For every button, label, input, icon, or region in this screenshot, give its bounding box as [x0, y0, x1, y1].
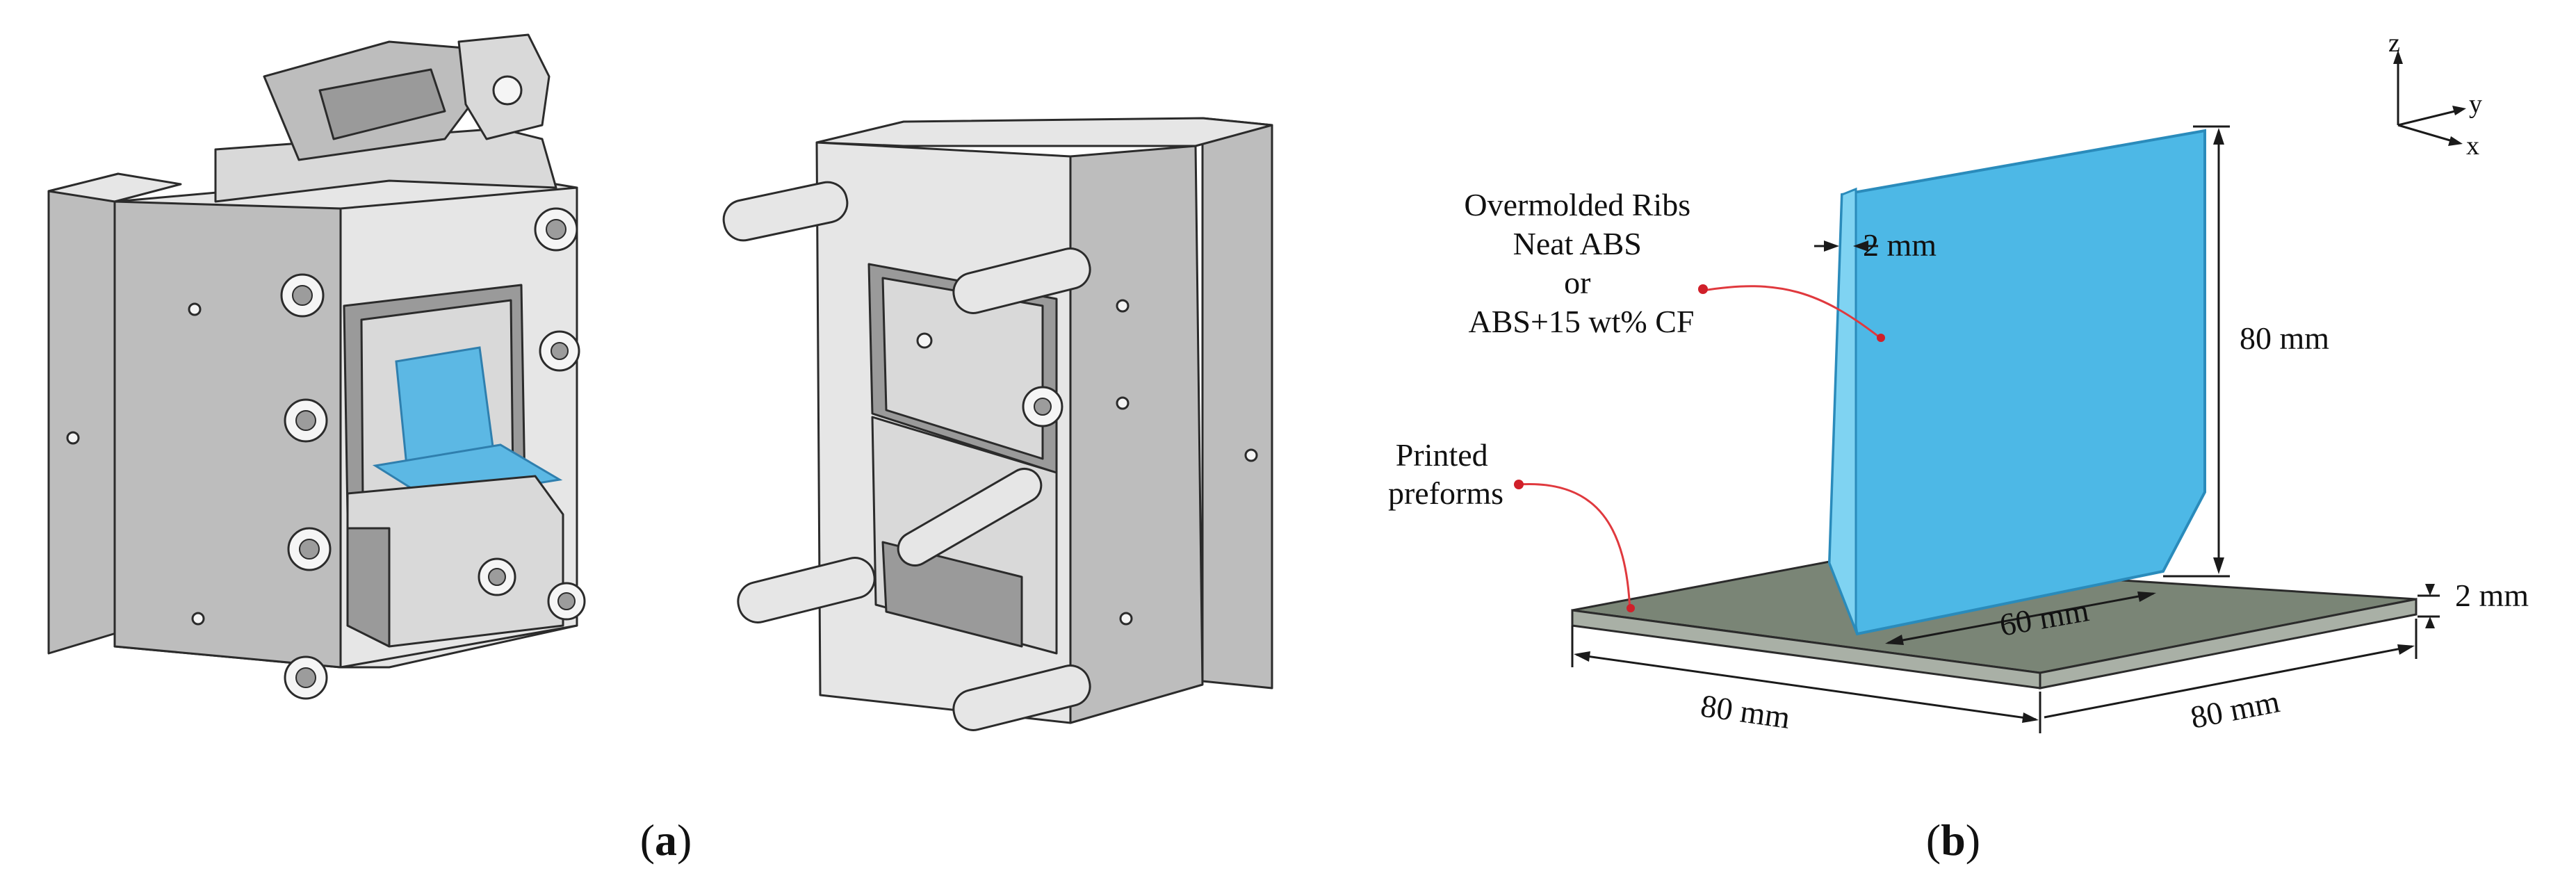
rib-leader-dot — [1698, 284, 1708, 294]
panel-b-specimen — [1571, 129, 2418, 690]
panel-a-mold-illustration — [47, 33, 1273, 731]
rib-height-label: 80 mm — [2240, 320, 2329, 356]
plate-length-label: 80 mm — [1699, 687, 1793, 735]
rib-thickness-label: 2 mm — [1863, 227, 1937, 263]
overmolded-rib — [1827, 129, 2206, 636]
preform-leader-dot — [1514, 480, 1524, 489]
dimension-lines — [1571, 125, 2440, 733]
panel-a-caption: (a) — [640, 815, 692, 865]
axis-z-label: z — [2388, 28, 2400, 58]
rib-label: Overmolded Ribs Neat ABS or ABS+15 wt% C… — [1464, 187, 1698, 339]
preform-target-dot — [1627, 604, 1635, 612]
plate-width-label: 80 mm — [2187, 683, 2283, 735]
guide-pins — [722, 181, 1091, 731]
rib-target-dot — [1877, 334, 1885, 342]
panel-b-caption: (b) — [1926, 815, 1980, 865]
coordinate-axes: z y x — [2388, 28, 2482, 161]
preform-label: Printed preforms — [1388, 437, 1503, 511]
axis-x-label: x — [2466, 131, 2479, 161]
plate-thickness-label: 2 mm — [2455, 578, 2529, 613]
axis-y-label: y — [2469, 90, 2482, 119]
leader-lines — [1514, 284, 1885, 612]
